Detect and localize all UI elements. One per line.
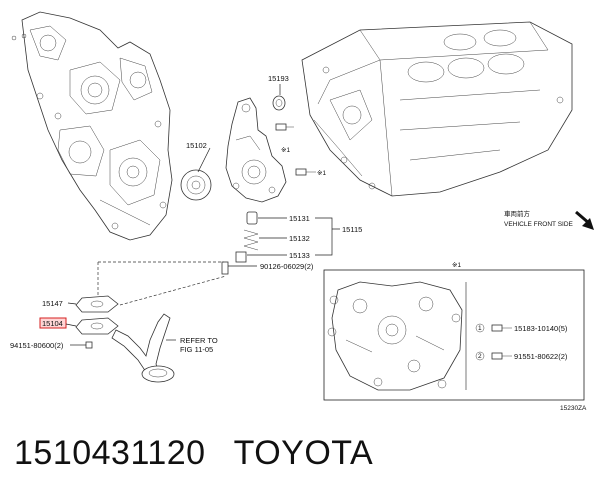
label-15102: 15102 [186, 141, 207, 150]
oil-pump-body [225, 97, 287, 203]
pump-bolt-right [295, 168, 316, 176]
guide-dash-diagonal [119, 275, 227, 306]
pump-bolt-upper [275, 123, 294, 131]
label-15104[interactable]: 15104 [42, 319, 63, 328]
mark-1-right: ※1 [317, 170, 326, 177]
label-90126: 90126-06029(2) [260, 262, 314, 271]
leader-15102 [197, 147, 211, 173]
legend-1-num: 1 [478, 325, 482, 332]
vehicle-front-jp: 車両前方 [504, 209, 531, 218]
bracket-15115 [315, 217, 340, 256]
cylinder-block [301, 21, 573, 197]
drive-rotor-gear [180, 169, 212, 201]
label-15132: 15132 [289, 234, 310, 243]
relief-valve-plunger [246, 211, 258, 225]
label-94151: 94151-80600(2) [10, 341, 64, 350]
label-15115: 15115 [342, 225, 362, 234]
label-15193: 15193 [268, 74, 289, 83]
caption: 1510431120 TOYOTA [14, 434, 594, 482]
label-15131: 15131 [289, 214, 310, 223]
label-15147: 15147 [42, 299, 63, 308]
detail-inset [323, 269, 585, 401]
label-15133: 15133 [289, 251, 310, 260]
mark-1-inset: ※1 [452, 262, 461, 269]
strainer-nut [85, 341, 93, 349]
leader-15147 [67, 302, 77, 305]
highlight-15104 [39, 317, 67, 329]
refer-line-1[interactable]: REFER TO [180, 336, 218, 345]
refer-line-2[interactable]: FIG 11-05 [180, 345, 213, 354]
vehicle-front-arrow-icon [575, 210, 594, 230]
timing-chain-cover [11, 11, 173, 241]
brand-name: TOYOTA [233, 434, 374, 472]
vehicle-front-en: VEHICLE FRONT SIDE [504, 221, 574, 228]
strainer-gasket [75, 295, 119, 313]
parts-diagram: 15102 15193 ※1 ※1 15131 15132 [10, 11, 594, 412]
relief-valve-spring [243, 229, 259, 251]
relief-valve-plug [221, 251, 247, 275]
part-number: 1510431120 [14, 434, 206, 472]
oil-strainer [75, 313, 175, 383]
legend-2-num: 2 [478, 353, 482, 360]
legend-bolt-2: 91551-80622(2) [514, 352, 568, 361]
leader-15104 [65, 323, 77, 327]
oil-seal [272, 95, 286, 111]
mark-1-upper: ※1 [281, 147, 290, 154]
diagram-code: 15230ZA [560, 405, 587, 412]
legend-bolt-1: 15183-10140(5) [514, 324, 568, 333]
